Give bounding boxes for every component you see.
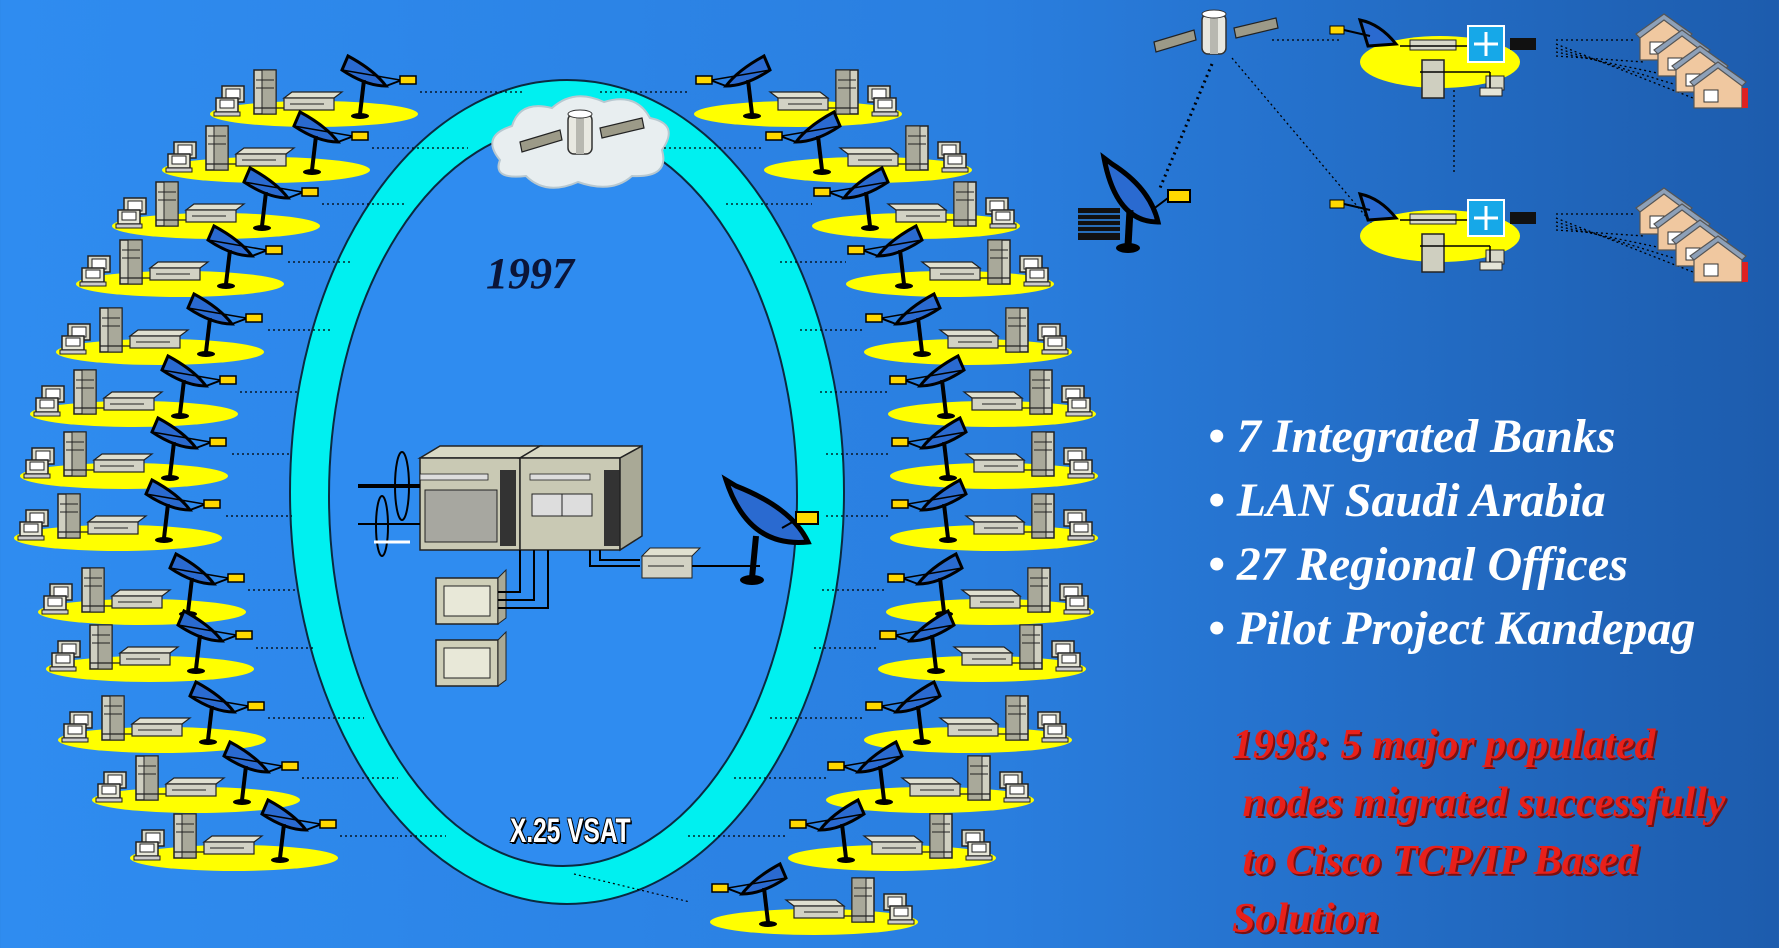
- bullet-item: • LAN Saudi Arabia: [1208, 474, 1606, 527]
- bullet-item: • Pilot Project Kandepag: [1208, 602, 1696, 655]
- pc-icon: [435, 550, 640, 687]
- satellite-icon-right: [1153, 9, 1279, 55]
- vsat-dish-icon-right: [1078, 152, 1191, 253]
- bullet-item: • 7 Integrated Banks: [1208, 410, 1616, 463]
- bullet-list: • 7 Integrated Banks • LAN Saudi Arabia …: [1208, 405, 1695, 661]
- vsat-dish-icon: [721, 474, 819, 585]
- year-label: 1997: [486, 249, 574, 298]
- links-left: [226, 91, 522, 837]
- house-icon: [1636, 14, 1748, 282]
- router-icon: [1328, 18, 1538, 274]
- links-right: [573, 91, 890, 903]
- migration-note: 1998: 5 major populated nodes migrated s…: [1232, 722, 1726, 942]
- bullet-item: • 27 Regional Offices: [1208, 538, 1628, 591]
- mainframe-icon: [358, 444, 643, 557]
- ring-label: X.25 VSAT: [510, 812, 631, 850]
- modem-icon: [640, 547, 760, 579]
